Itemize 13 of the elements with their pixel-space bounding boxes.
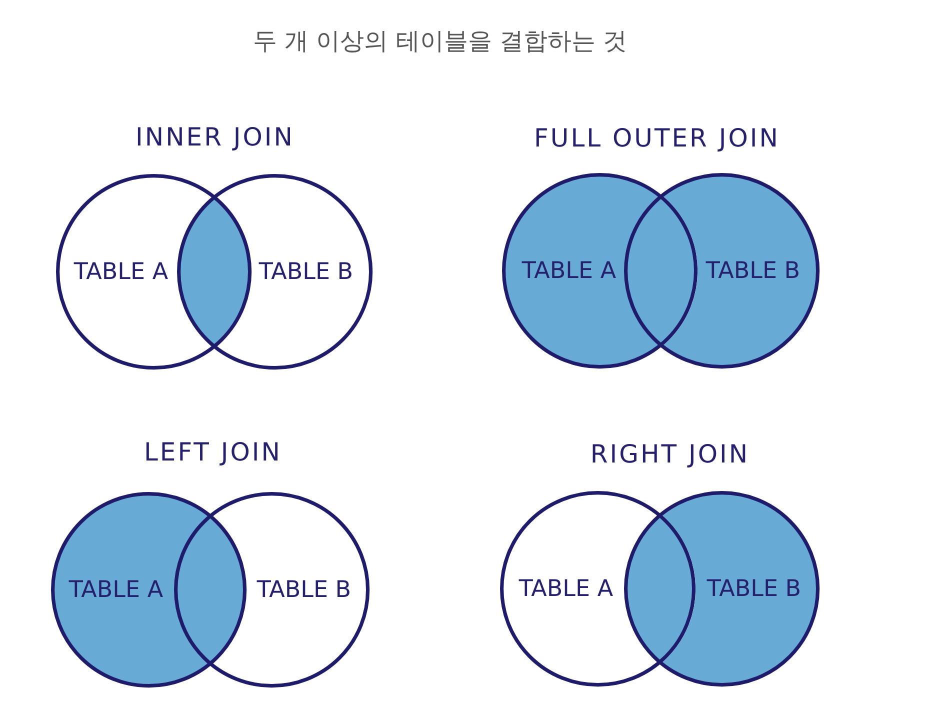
join-heading: LEFT JOIN <box>144 438 282 468</box>
join-heading: FULL OUTER JOIN <box>534 124 780 154</box>
set-label: TABLE A <box>522 258 616 284</box>
join-heading: INNER JOIN <box>136 124 294 152</box>
set-label: TABLE B <box>258 258 354 286</box>
set-label: TABLE A <box>68 576 164 604</box>
set-label: TABLE A <box>74 258 168 286</box>
set-label: TABLE B <box>706 258 800 284</box>
diagram-title: 두 개 이상의 테이블을 결합하는 것 <box>252 28 628 56</box>
set-label: TABLE B <box>706 576 802 602</box>
set-label: TABLE A <box>518 576 614 602</box>
set-label: TABLE B <box>256 576 352 604</box>
join-heading: RIGHT JOIN <box>590 440 750 470</box>
